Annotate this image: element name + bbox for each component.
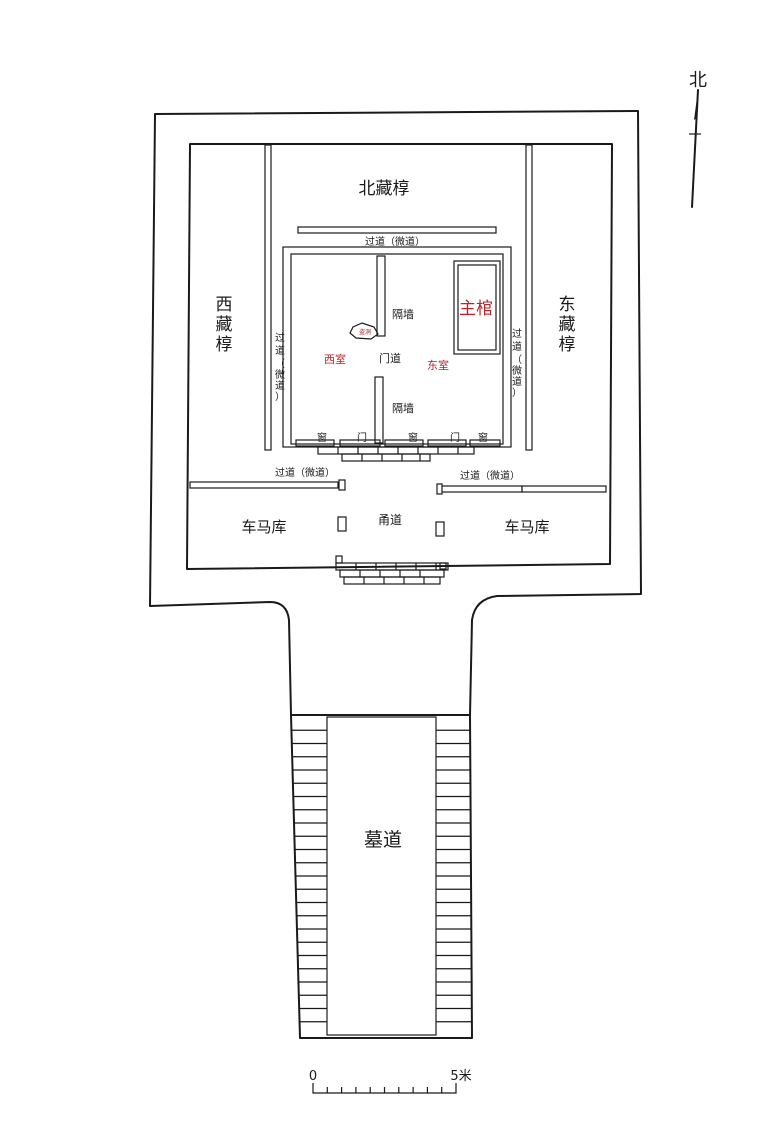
chariot-left-label: 车马库 — [241, 518, 286, 536]
corridor-right-char: 过 — [512, 327, 522, 340]
doorway-label: 门道 — [379, 351, 401, 365]
corridor-left-char: 微 — [275, 368, 285, 381]
west-store-char-3: 椁 — [216, 335, 233, 355]
corridor-left-char: （ — [275, 358, 285, 370]
robbery-hole-label: 盗洞 — [359, 328, 371, 336]
scale-ticks — [326, 1087, 443, 1093]
main-coffin-label: 主棺 — [459, 299, 493, 319]
tomb-passage-label: 墓道 — [364, 829, 402, 851]
corridor-right-char: （ — [512, 354, 522, 366]
corridor-right-char: ） — [512, 387, 522, 399]
north-arrow: 北 — [689, 70, 707, 208]
corridor-right-char: 微 — [512, 364, 522, 377]
door-label-1: 门 — [357, 431, 367, 444]
passage-markers — [337, 516, 445, 537]
west-store-char-1: 西 — [216, 295, 233, 315]
corridor-left-label: 过 道 （ 微 道 ） — [275, 331, 285, 403]
east-store-char-3: 椁 — [559, 335, 576, 355]
scale-end-label: 5米 — [450, 1069, 471, 1084]
scale-bar: 0 5米 — [309, 1069, 472, 1094]
corridor-top-label: 过道（微道） — [365, 235, 425, 248]
west-room-label: 西室 — [324, 352, 346, 366]
lower-corridor-bars — [189, 479, 607, 495]
passage-label: 甬道 — [378, 513, 402, 527]
north-store-label: 北藏椁 — [359, 179, 410, 199]
east-store-char-1: 东 — [559, 295, 576, 315]
robbery-hole — [349, 322, 379, 340]
corridor-right-label: 过 道 （ 微 道 ） — [512, 327, 522, 399]
window-label-1: 窗 — [317, 431, 327, 444]
north-label: 北 — [689, 70, 707, 91]
entrance-steps — [335, 555, 449, 585]
east-room-label: 东室 — [427, 358, 449, 372]
east-store-char-2: 藏 — [559, 315, 576, 335]
ramp-steps-right — [436, 729, 472, 1023]
south-wall-openings — [295, 439, 501, 447]
inner-chamber-outline — [186, 143, 613, 570]
chamber-steps — [317, 446, 475, 462]
scale-start-label: 0 — [309, 1069, 317, 1084]
tomb-ramp — [290, 714, 473, 1039]
corridor-right-char: 道 — [512, 375, 522, 388]
chariot-right-label: 车马库 — [504, 518, 549, 536]
door-label-2: 门 — [450, 431, 460, 444]
corridor-left-char: 道 — [275, 379, 285, 392]
ramp-steps-left — [291, 729, 327, 1023]
main-coffin — [453, 260, 501, 355]
corridor-left-char: 道 — [275, 344, 285, 357]
west-store-char-2: 藏 — [216, 315, 233, 335]
partition-lower-label: 隔墙 — [392, 401, 414, 415]
corridor-left-char: 过 — [275, 331, 285, 344]
partition-upper-label: 隔墙 — [392, 307, 414, 321]
coffin-chamber — [282, 246, 512, 448]
corridor-right-char: 道 — [512, 340, 522, 353]
partition-walls — [374, 255, 386, 444]
top-corridor-bar — [297, 226, 497, 234]
corridor-bottom-right-label: 过道（微道） — [460, 469, 520, 482]
window-label-3: 窗 — [478, 431, 488, 444]
window-label-2: 窗 — [408, 431, 418, 444]
side-corridor-walls — [264, 144, 533, 451]
corridor-left-char: ） — [275, 391, 285, 403]
corridor-bottom-left-label: 过道（微道） — [275, 466, 335, 479]
